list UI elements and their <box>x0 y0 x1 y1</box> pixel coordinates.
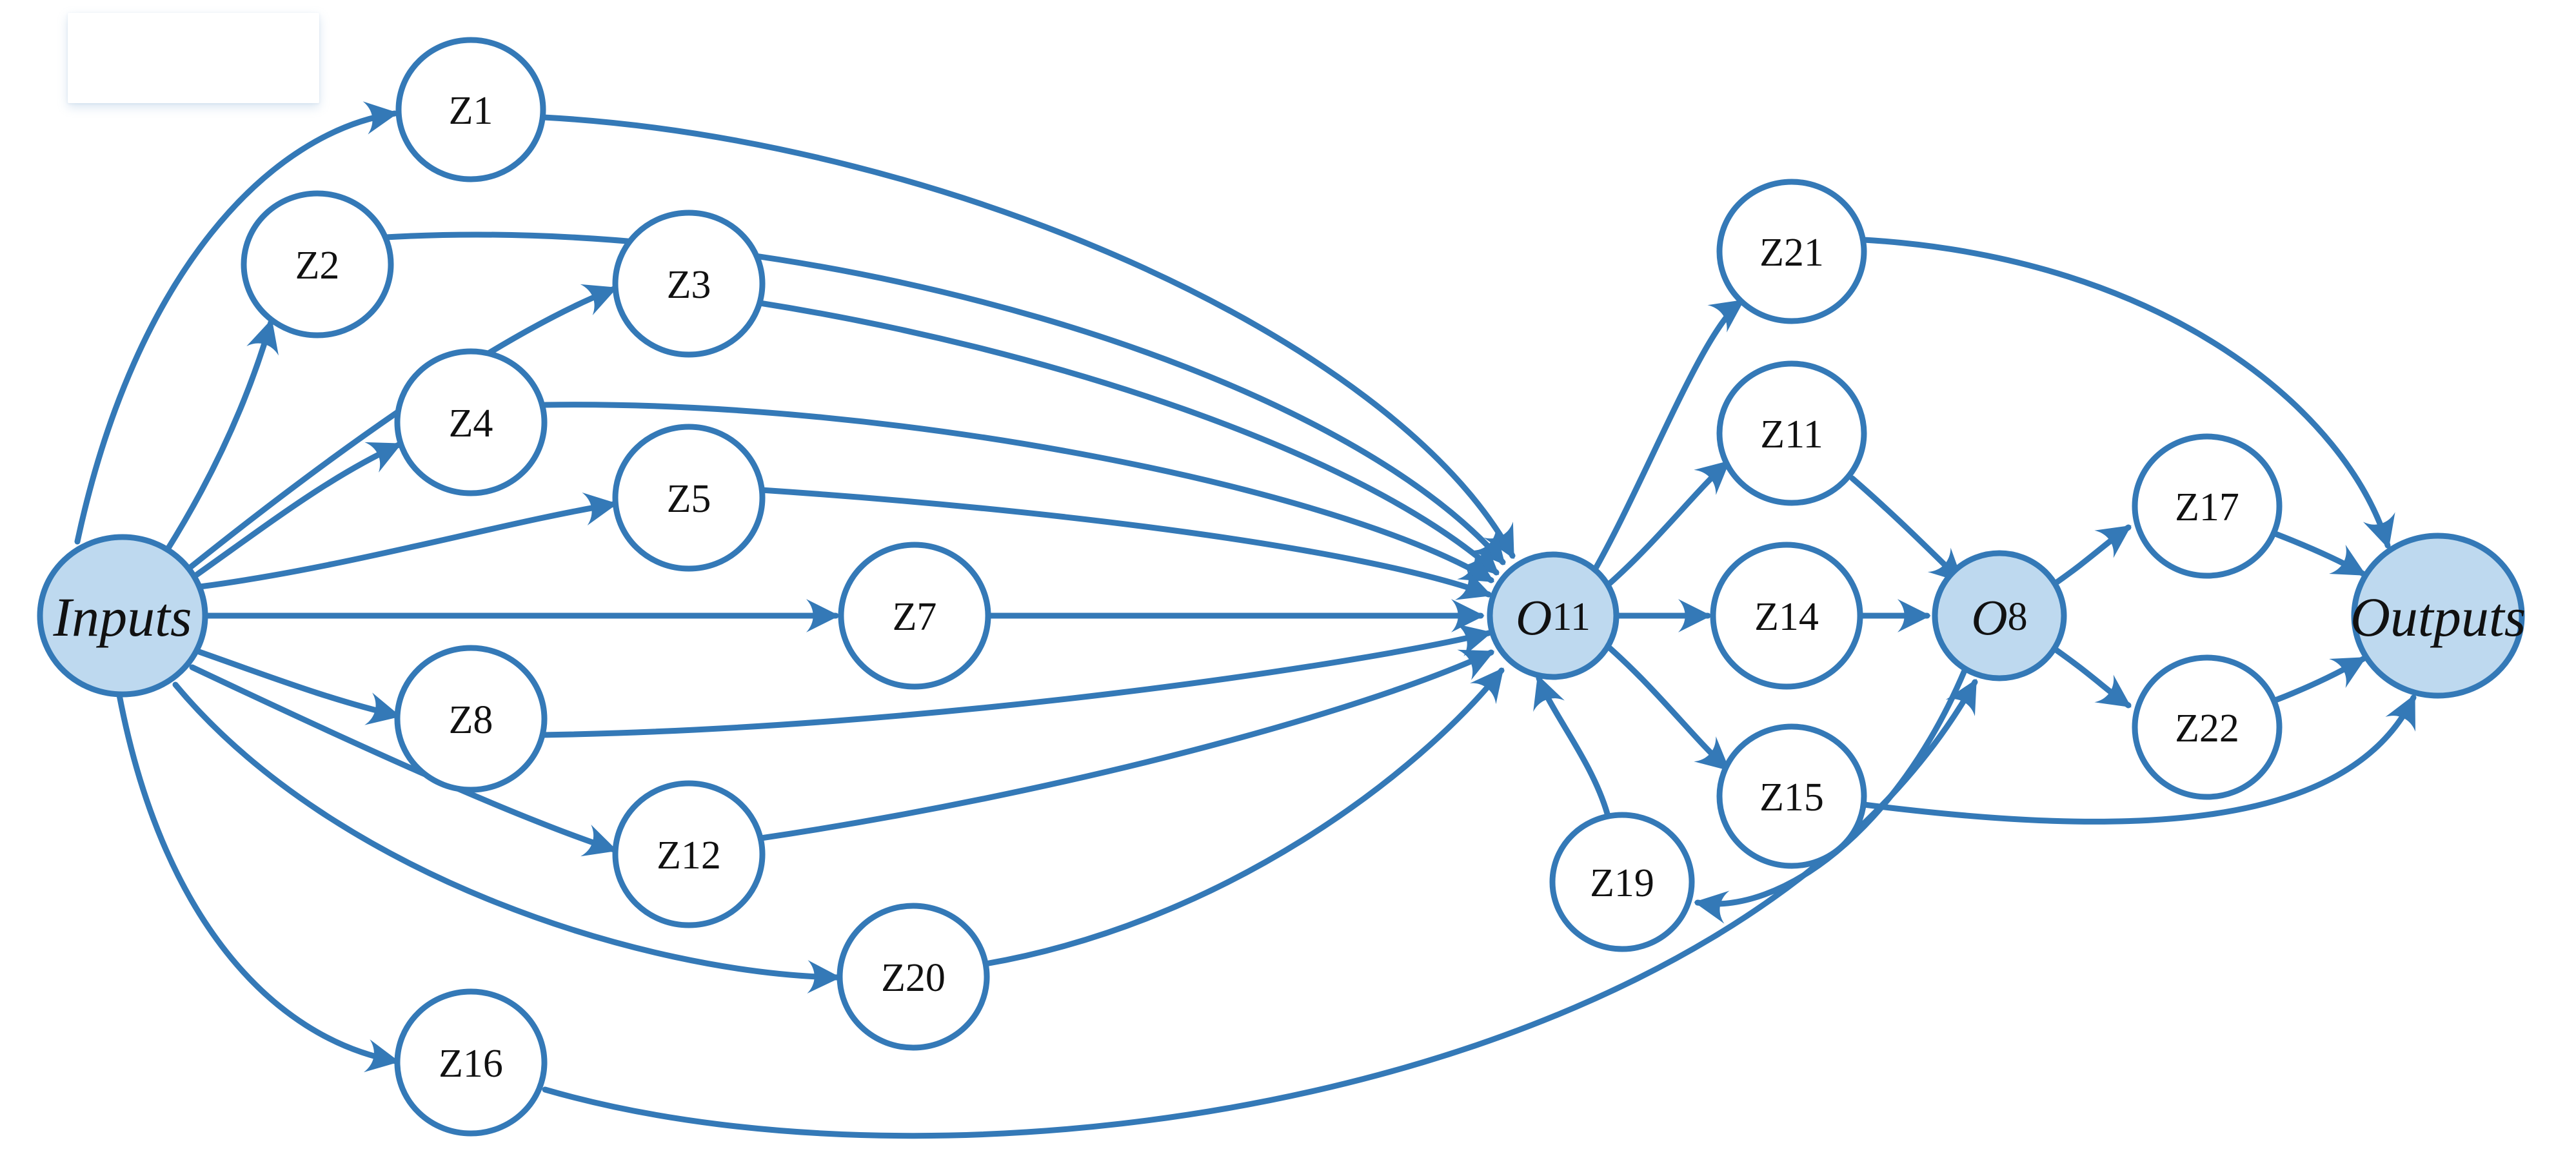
node-shape-o8[interactable] <box>1932 550 2067 681</box>
node-shape-z20[interactable] <box>837 903 990 1051</box>
node-label-z17: Z17 <box>2175 485 2239 529</box>
node-label-inputs: Inputs <box>53 586 192 648</box>
node-inputs[interactable]: Inputs <box>37 534 208 698</box>
node-z4[interactable]: Z4 <box>394 348 548 496</box>
node-label-z8: Z8 <box>449 698 493 742</box>
edge-o11-to-z15 <box>1603 641 1730 772</box>
node-shape-z4[interactable] <box>394 348 548 496</box>
node-shape-z22[interactable] <box>2132 654 2283 800</box>
node-label-z16: Z16 <box>439 1042 503 1086</box>
node-label-o8: O8 <box>1971 589 2027 645</box>
node-label-z19: Z19 <box>1590 861 1654 905</box>
node-label-z5: Z5 <box>667 477 711 521</box>
edge-inputs-to-z8 <box>194 648 401 725</box>
edge-z3-to-o11 <box>757 300 1500 576</box>
node-label-z20: Z20 <box>881 956 946 1000</box>
edge-z20-to-o11 <box>982 667 1505 967</box>
node-label-z2: Z2 <box>295 244 340 288</box>
node-z1[interactable]: Z1 <box>395 37 546 182</box>
node-label-z11: Z11 <box>1760 413 1823 456</box>
node-shape-z2[interactable] <box>241 190 394 338</box>
edge-inputs-to-z2 <box>163 318 279 554</box>
node-shape-z7[interactable] <box>838 542 991 690</box>
node-shape-outputs[interactable] <box>2351 533 2525 699</box>
edge-inputs-to-z16 <box>116 692 400 1073</box>
node-shape-z12[interactable] <box>612 780 766 928</box>
node-z19[interactable]: Z19 <box>1549 812 1695 952</box>
node-z8[interactable]: Z8 <box>394 645 548 793</box>
node-z17[interactable]: Z17 <box>2132 433 2283 579</box>
node-z22[interactable]: Z22 <box>2132 654 2283 800</box>
edge-inputs-to-z5 <box>197 492 618 590</box>
node-shape-z5[interactable] <box>612 424 766 572</box>
node-shape-z15[interactable] <box>1716 723 1867 869</box>
node-z16[interactable]: Z16 <box>394 988 548 1137</box>
edge-z19-to-o11 <box>1533 674 1610 817</box>
node-label-z21: Z21 <box>1759 231 1824 275</box>
edge-z22-to-outputs <box>2272 656 2367 703</box>
node-shape-z8[interactable] <box>394 645 548 793</box>
edge-z12-to-o11 <box>758 649 1495 841</box>
node-z15[interactable]: Z15 <box>1716 723 1867 869</box>
node-shape-z17[interactable] <box>2132 433 2283 579</box>
node-label-z7: Z7 <box>893 595 937 639</box>
node-z3[interactable]: Z3 <box>612 210 766 358</box>
node-z21[interactable]: Z21 <box>1716 179 1867 324</box>
node-label-z14: Z14 <box>1754 595 1819 639</box>
edge-z4-to-o11 <box>542 402 1494 583</box>
edge-inputs-to-z20 <box>172 681 841 994</box>
node-label-o11: O11 <box>1516 589 1590 645</box>
node-shape-z14[interactable] <box>1710 542 1863 690</box>
node-label-z12: Z12 <box>657 834 721 877</box>
node-shape-inputs[interactable] <box>37 534 208 698</box>
ghost-panel-overlay <box>68 13 319 103</box>
node-shape-z3[interactable] <box>612 210 766 358</box>
node-shape-z21[interactable] <box>1716 179 1867 324</box>
node-z5[interactable]: Z5 <box>612 424 766 572</box>
node-label-z1: Z1 <box>449 89 493 133</box>
edge-z8-to-o11 <box>539 623 1492 738</box>
edge-o8-to-z17 <box>2049 524 2132 589</box>
edge-z17-to-outputs <box>2272 531 2367 577</box>
edge-z5-to-o11 <box>758 487 1492 600</box>
node-shape-z16[interactable] <box>394 988 548 1137</box>
node-label-z4: Z4 <box>449 402 493 445</box>
edge-o11-to-z21 <box>1589 299 1745 578</box>
edge-layer <box>74 101 2417 1139</box>
edge-z21-to-outputs <box>1861 237 2395 549</box>
node-outputs[interactable]: Outputs <box>2350 533 2526 699</box>
edge-z15-to-outputs <box>1861 694 2417 825</box>
node-shape-z11[interactable] <box>1716 360 1867 506</box>
edge-z1-to-o11 <box>540 114 1516 560</box>
node-label-z3: Z3 <box>667 263 711 307</box>
node-z14[interactable]: Z14 <box>1710 542 1863 690</box>
edge-inputs-to-z1 <box>74 101 399 545</box>
node-o11[interactable]: O11 <box>1487 551 1620 680</box>
edge-inputs-to-z4 <box>190 442 402 580</box>
node-label-z15: Z15 <box>1759 776 1824 819</box>
node-shape-z19[interactable] <box>1549 812 1695 952</box>
edge-o8-to-z22 <box>2049 644 2132 709</box>
node-z20[interactable]: Z20 <box>837 903 990 1051</box>
edge-z11-to-o8 <box>1849 475 1964 583</box>
node-shape-z1[interactable] <box>395 37 546 182</box>
node-o8[interactable]: O8 <box>1932 550 2067 681</box>
node-z12[interactable]: Z12 <box>612 780 766 928</box>
node-z7[interactable]: Z7 <box>838 542 991 690</box>
node-label-outputs: Outputs <box>2350 586 2526 648</box>
node-shape-o11[interactable] <box>1487 551 1620 680</box>
node-z2[interactable]: Z2 <box>241 190 394 338</box>
edge-o11-to-z11 <box>1603 460 1730 590</box>
edge-z2-to-o11 <box>382 231 1506 565</box>
node-z11[interactable]: Z11 <box>1716 360 1867 506</box>
node-label-z22: Z22 <box>2175 707 2239 750</box>
